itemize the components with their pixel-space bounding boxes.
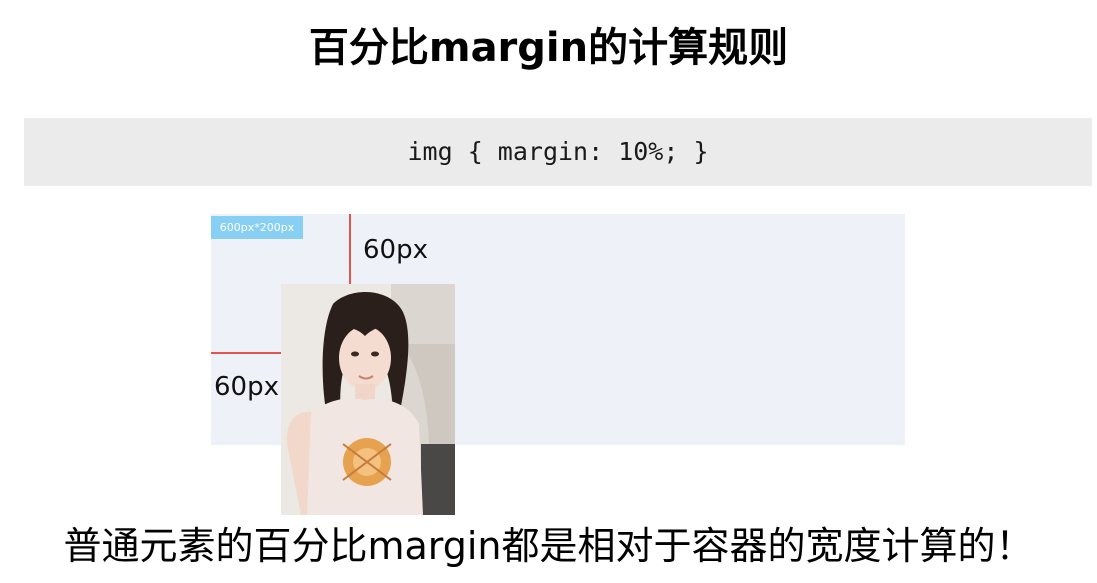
margin-top-guide-line <box>349 214 351 284</box>
margin-left-guide-line <box>211 352 281 354</box>
code-snippet: img { margin: 10%; } <box>407 137 709 166</box>
margin-top-label: 60px <box>363 235 428 265</box>
caption-text: 普通元素的百分比margin都是相对于容器的宽度计算的！ <box>63 524 1034 568</box>
code-block: img { margin: 10%; } <box>24 118 1092 186</box>
margin-left-label: 60px <box>214 372 279 402</box>
portrait-photo <box>281 284 455 515</box>
container-size-label: 600px*200px <box>211 216 303 239</box>
slide-title: 百分比margin的计算规则 <box>308 25 789 71</box>
